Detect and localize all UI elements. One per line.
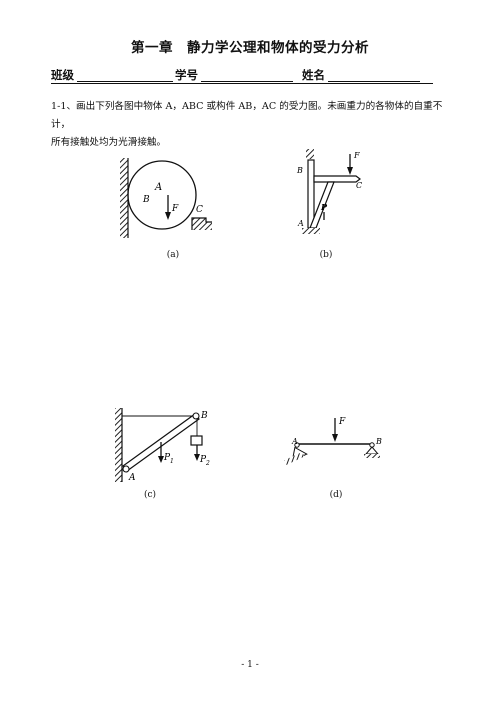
pin-A [294, 442, 300, 448]
label-C: C [356, 181, 362, 190]
wall-hatch [120, 158, 128, 238]
label-B: B [200, 411, 208, 421]
label-P1-subscript: 1 [170, 458, 174, 465]
label-C: C [196, 205, 203, 215]
ground-hatch-A [284, 451, 305, 465]
label-A: A [291, 437, 298, 446]
load-block [190, 435, 203, 446]
label-F: F [338, 417, 346, 427]
roller-support-B [364, 446, 380, 455]
problem-text-line1: 画出下列各图中物体 A，ABC 或构件 AB，AC 的受力图。未画重力的各物体的… [51, 101, 443, 130]
student-info-row: 班级 学号 姓名 [51, 66, 433, 84]
label-F: F [353, 151, 360, 160]
ground-hatch-B [364, 454, 380, 458]
label-P2-subscript: 2 [205, 460, 210, 467]
student-id-fill-line[interactable] [201, 81, 293, 82]
label-F: F [171, 204, 179, 214]
page-number: - 1 - [241, 660, 259, 670]
name-fill-line[interactable] [328, 81, 420, 82]
label-P: P [320, 202, 328, 212]
problem-text-line2: 所有接触处均为光滑接触。 [51, 137, 167, 148]
top-wall-hatch [306, 149, 314, 159]
step-surface [191, 217, 212, 230]
figure-d-simple-beam: F A B [284, 417, 382, 465]
label-P2: P [199, 455, 207, 465]
caption-d: (d) [329, 490, 343, 500]
force-F-arrowhead [165, 212, 171, 220]
force-F-arrowhead [347, 167, 353, 175]
label-P1: P [163, 453, 171, 463]
force-F-arrowhead [332, 434, 338, 442]
label-B: B [375, 437, 382, 446]
name-label: 姓名 [302, 68, 325, 82]
caption-b: (b) [319, 250, 333, 260]
figure-b-bracket-frame: F B C P A [296, 149, 362, 234]
problem-statement: 1-1、画出下列各图中物体 A，ABC 或构件 AB，AC 的受力图。未画重力的… [51, 98, 456, 152]
label-A: A [128, 473, 136, 483]
figure-c-rod-with-cable: B P 1 P 2 A [115, 408, 210, 483]
label-A: A [297, 219, 304, 228]
caption-a: (a) [166, 250, 180, 260]
ground-hatch [302, 228, 320, 234]
chapter-title: 第一章 静力学公理和物体的受力分析 [131, 40, 369, 56]
force-P1-arrowhead [158, 456, 164, 463]
label-B: B [296, 166, 303, 175]
figure-a-ball-against-wall: A B F C [120, 158, 212, 238]
pulley-B [192, 412, 200, 420]
ball-outline [127, 160, 197, 230]
vertical-post [307, 159, 315, 229]
caption-c: (c) [143, 490, 157, 500]
student-id-label: 学号 [175, 68, 198, 82]
label-A: A [154, 182, 162, 193]
label-B: B [142, 195, 150, 205]
class-fill-line[interactable] [77, 81, 173, 82]
class-label: 班级 [51, 68, 74, 82]
problem-number: 1-1、 [51, 101, 77, 112]
pin-A [122, 465, 130, 473]
force-P2-arrowhead [194, 454, 200, 461]
wall-hatch [115, 408, 122, 482]
horizontal-beam [313, 175, 361, 183]
step-hatch [192, 218, 212, 230]
